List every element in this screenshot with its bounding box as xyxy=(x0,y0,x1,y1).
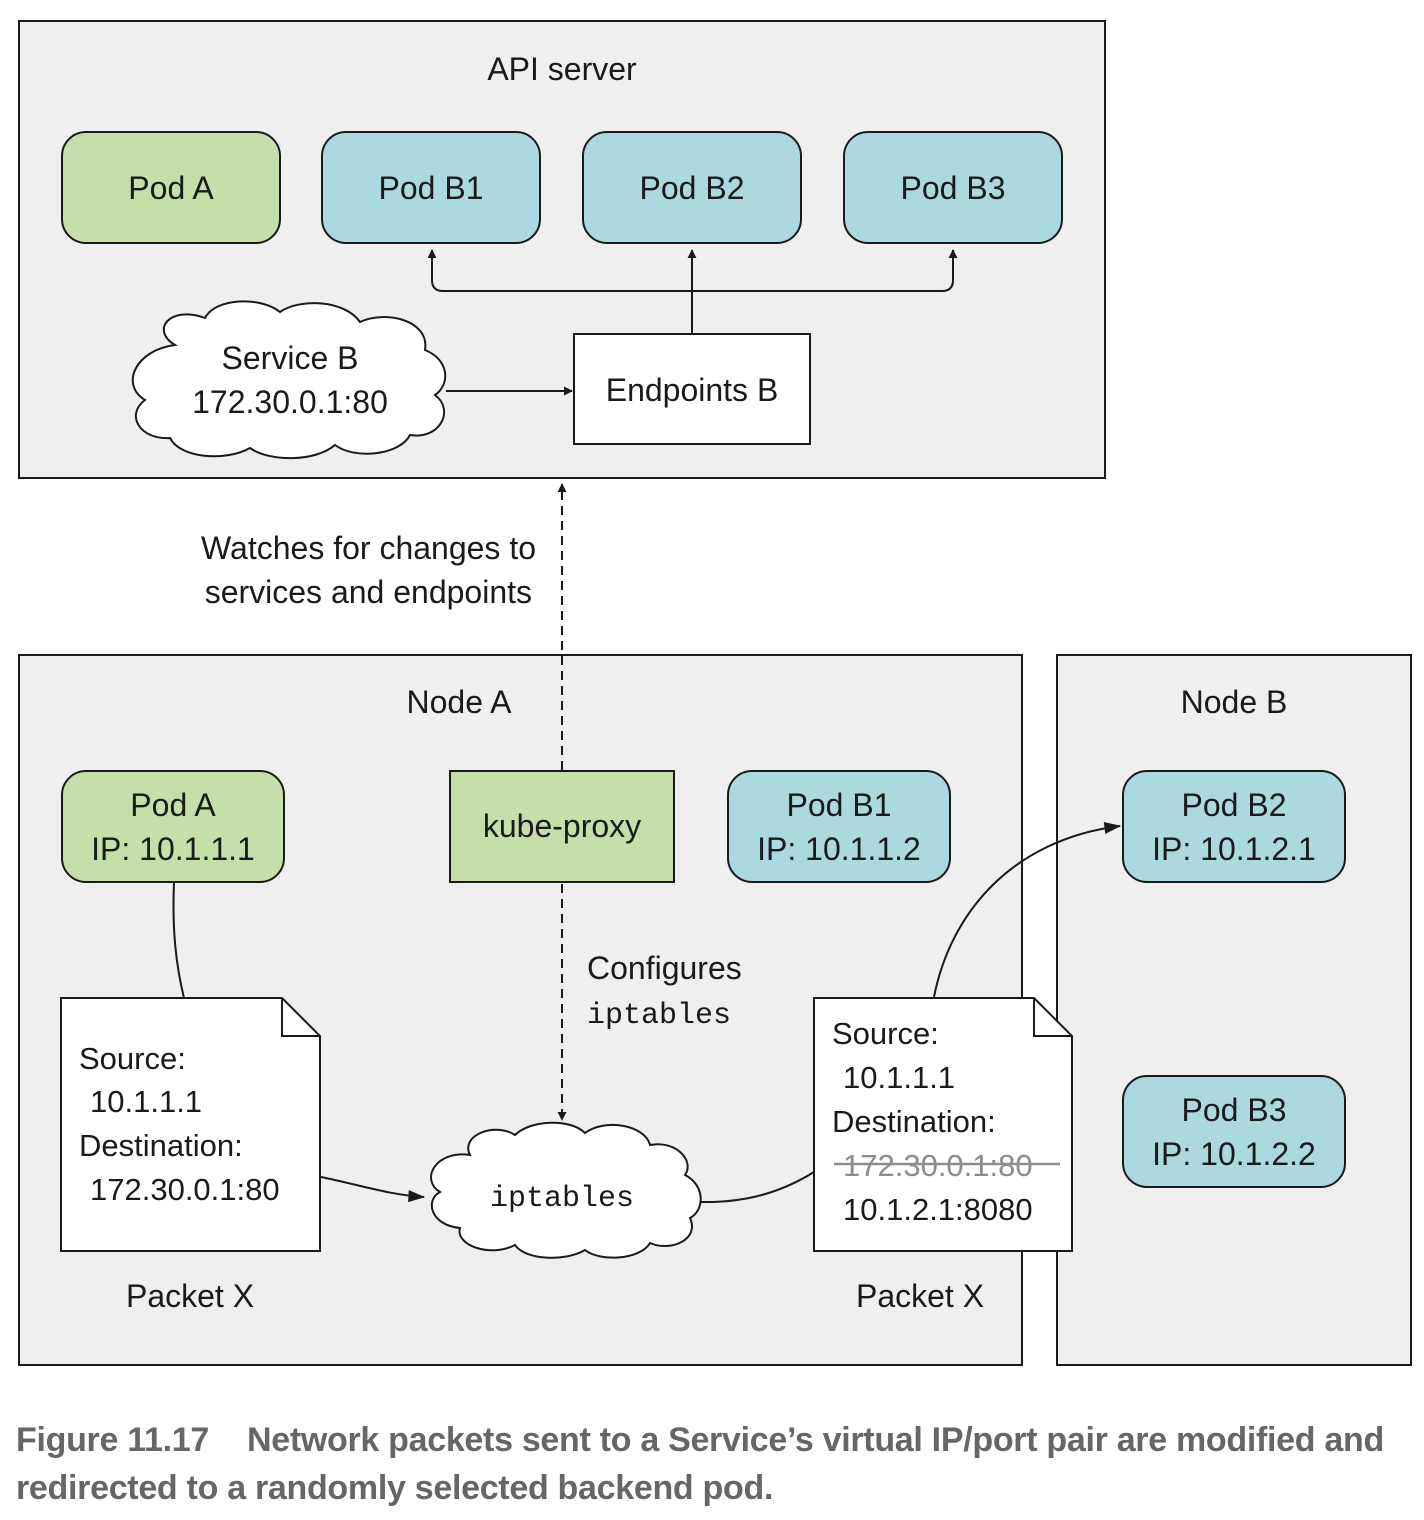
node-a-pod-b1-ip: IP: 10.1.1.2 xyxy=(757,831,921,867)
packet-in-destination: 172.30.0.1:80 xyxy=(90,1172,280,1207)
node-b-pod-b2-ip: IP: 10.1.2.1 xyxy=(1152,831,1316,867)
iptables-label: iptables xyxy=(490,1182,634,1216)
api-pod-b1-label: Pod B1 xyxy=(379,170,484,206)
node-b-pod-b2-name: Pod B2 xyxy=(1182,787,1287,823)
packet-out-source: 10.1.1.1 xyxy=(843,1060,955,1095)
configures-iptables-label: iptables xyxy=(587,999,731,1033)
node-a-pod-a[interactable]: Pod A IP: 10.1.1.1 xyxy=(61,770,285,883)
packet-in-destination-label: Destination: xyxy=(79,1128,243,1163)
packet-out-document[interactable]: Source: 10.1.1.1 Destination: 172.30.0.1… xyxy=(813,997,1073,1252)
api-pod-b2-label: Pod B2 xyxy=(640,170,745,206)
service-b-name: Service B xyxy=(222,340,359,376)
api-pod-b2[interactable]: Pod B2 xyxy=(582,131,802,244)
api-server-panel: API server Pod A Pod B1 Pod B2 Pod B3 Se… xyxy=(18,20,1106,479)
packet-out-new-destination: 10.1.2.1:8080 xyxy=(843,1192,1033,1227)
node-b-panel: Node B xyxy=(1056,654,1412,1366)
node-b-pod-b2[interactable]: Pod B2 IP: 10.1.2.1 xyxy=(1122,770,1346,883)
node-b-pod-b3-ip: IP: 10.1.2.2 xyxy=(1152,1136,1316,1172)
kube-proxy-box[interactable]: kube-proxy xyxy=(449,770,675,883)
node-a-pod-b1-name: Pod B1 xyxy=(787,787,892,823)
iptables-to-packet-out-line xyxy=(699,1171,815,1204)
api-server-title: API server xyxy=(487,51,637,87)
api-pod-b1[interactable]: Pod B1 xyxy=(321,131,541,244)
packet-in-source: 10.1.1.1 xyxy=(90,1084,202,1119)
node-a-pod-a-name: Pod A xyxy=(130,787,216,823)
node-b-title: Node B xyxy=(1181,684,1288,720)
configures-label: Configures xyxy=(587,950,742,986)
watch-label-line1: Watches for changes to xyxy=(201,530,536,566)
watch-label-line2: services and endpoints xyxy=(205,574,532,610)
api-pod-a-label: Pod A xyxy=(128,170,214,206)
node-a-title: Node A xyxy=(407,684,513,720)
packet-in-document[interactable]: Source: 10.1.1.1 Destination: 172.30.0.1… xyxy=(60,997,321,1252)
endpoints-b-label: Endpoints B xyxy=(606,372,779,408)
api-pod-b3-label: Pod B3 xyxy=(901,170,1006,206)
endpoints-b-box[interactable]: Endpoints B xyxy=(573,333,811,445)
service-b-cloud[interactable]: Service B 172.30.0.1:80 xyxy=(131,300,447,460)
figure-number: Figure 11.17 xyxy=(16,1421,209,1459)
redirect-to-pod-b2-arrow xyxy=(933,822,1122,998)
node-b-pod-b3-name: Pod B3 xyxy=(1182,1092,1287,1128)
figure-caption-text: Network packets sent to a Service’s virt… xyxy=(16,1421,1384,1507)
node-a-pod-b1[interactable]: Pod B1 IP: 10.1.1.2 xyxy=(727,770,951,883)
service-b-address: 172.30.0.1:80 xyxy=(192,384,388,420)
packet-in-caption: Packet X xyxy=(126,1278,254,1314)
packet-out-source-label: Source: xyxy=(832,1016,939,1051)
packet-out-caption: Packet X xyxy=(856,1278,984,1314)
packet-in-source-label: Source: xyxy=(79,1041,186,1076)
node-b-pod-b3[interactable]: Pod B3 IP: 10.1.2.2 xyxy=(1122,1075,1346,1188)
packet-to-iptables-arrow xyxy=(320,1176,426,1203)
kube-proxy-label: kube-proxy xyxy=(483,808,641,844)
iptables-cloud[interactable]: iptables xyxy=(430,1121,702,1259)
node-a-pod-a-ip: IP: 10.1.1.1 xyxy=(91,831,255,867)
packet-out-destination-label: Destination: xyxy=(832,1104,996,1139)
api-pod-b3[interactable]: Pod B3 xyxy=(843,131,1063,244)
packet-out-old-destination: 172.30.0.1:80 xyxy=(843,1148,1033,1183)
pod-a-to-packet-line xyxy=(172,882,185,999)
diagram-canvas: API server Pod A Pod B1 Pod B2 Pod B3 Se… xyxy=(18,20,1412,1366)
api-pod-a[interactable]: Pod A xyxy=(61,131,281,244)
